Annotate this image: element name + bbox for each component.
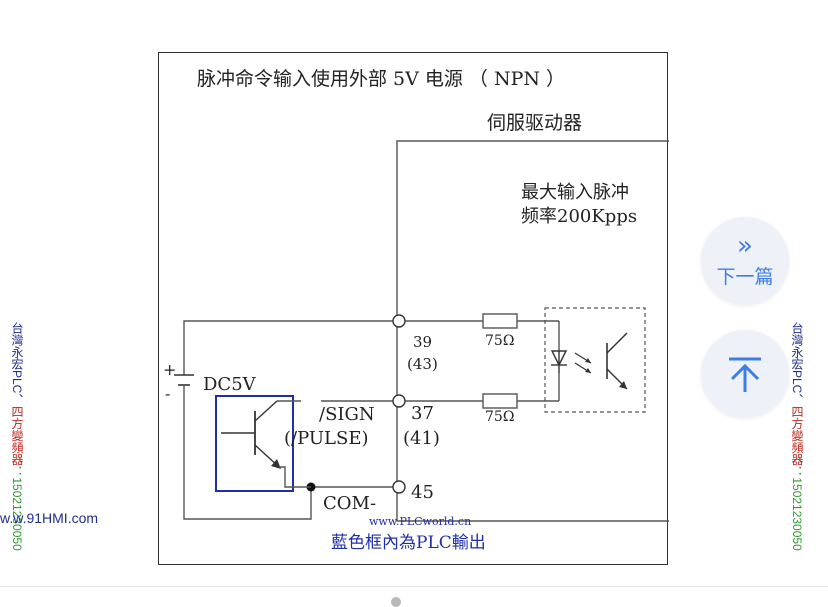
battery-minus-sign: - [165,384,170,403]
pin-41-label: (41) [403,428,440,449]
terminal-39 [392,314,406,328]
back-to-top-icon [729,357,761,392]
caption: 藍色框內為PLC輸出 [331,533,486,553]
right-vertical-part-1: 台灣永宏PLC、 [790,322,804,406]
pin-39-label: 39 [413,333,432,351]
resistor-1 [482,313,518,329]
max-input-line-1: 最大输入脉冲 [521,182,629,203]
max-input-line-2: 频率200Kpps [521,206,637,227]
wiring-diagram-svg: 脉冲命令输入使用外部 5V 电源 （ NPN ） 伺服驱动器 最大输入脉冲 频率… [163,68,669,553]
left-vertical-part-3: ：15021230050 [10,465,24,551]
right-vertical-part-2: 四方變頻器 [790,405,804,466]
pulse-label: (/PULSE) [284,428,369,449]
left-url-fragment: w.w.91HMI.com [0,510,99,526]
com-label: COM- [323,493,376,514]
supply-positive-wire [183,320,397,361]
watermark-text: www.PLCworld.cn [369,515,471,528]
bottom-divider [0,586,828,587]
right-vertical-text: 台灣永宏PLC、四方變頻器：15021230050 [790,322,804,551]
dc5v-label: DC5V [203,374,257,395]
double-chevron-right-icon: » [737,230,753,261]
wiring-diagram: 脉冲命令输入使用外部 5V 电源 （ NPN ） 伺服驱动器 最大输入脉冲 频率… [158,52,669,565]
supply-negative-wire [183,399,312,520]
plc-output-box [215,395,294,492]
battery-plus-sign: + [163,360,176,379]
phototransistor-collector [606,332,628,354]
left-vertical-part-2: 四方變頻器 [10,405,24,466]
diagram-title: 脉冲命令输入使用外部 5V 电源 （ NPN ） [197,68,565,90]
next-article-button[interactable]: » 下一篇 [701,217,789,305]
servo-boundary [396,140,669,522]
back-to-top-button[interactable] [701,330,789,418]
right-vertical-part-3: ：15021230050 [790,465,804,551]
left-vertical-text: 台灣永宏PLC、四方變頻器：15021230050 [10,322,24,551]
left-vertical-part-1: 台灣永宏PLC、 [10,322,24,406]
resistor-2-label: 75Ω [485,409,514,425]
sign-label: /SIGN [319,404,375,425]
resistor-1-label: 75Ω [485,333,514,349]
terminal-37 [392,394,406,408]
scroll-indicator [391,597,401,607]
pin-43-label: (43) [407,355,438,373]
pin-45-label: 45 [411,482,434,503]
next-article-label: 下一篇 [716,265,774,288]
transistor-collector [254,400,278,422]
terminal-45 [392,480,406,494]
resistor-2 [482,393,518,409]
pin-37-label: 37 [411,403,434,424]
optocoupler-box [544,307,646,413]
servo-drive-label: 伺服驱动器 [487,112,582,134]
